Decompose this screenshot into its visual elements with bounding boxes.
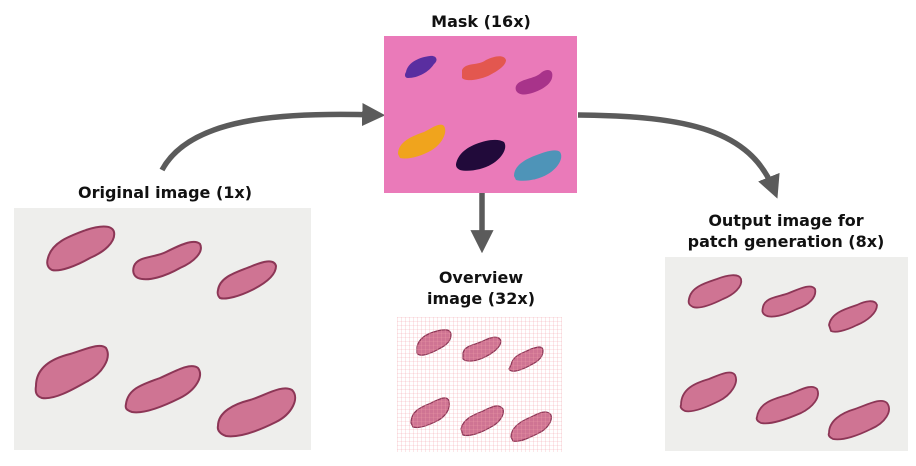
- overview-grid: [397, 317, 562, 452]
- overview-image-label: Overview image (32x): [426, 268, 536, 308]
- mask-image: [384, 36, 577, 193]
- tissue-1: [46, 225, 116, 272]
- mask-region-3: [515, 70, 553, 95]
- original-slide: [14, 208, 311, 450]
- output-image: [665, 257, 908, 451]
- output-tissue-6: [827, 399, 890, 441]
- tissue-5: [124, 365, 201, 414]
- output-tissue-3: [828, 300, 878, 333]
- mask-region-5: [456, 139, 506, 171]
- mask-label: Mask (16x): [431, 12, 531, 31]
- original-image: [14, 208, 311, 450]
- arrow-mask-to-output: [577, 112, 780, 199]
- mask-canvas: [384, 36, 577, 193]
- tissue-3: [216, 260, 278, 300]
- mask-region-4: [398, 124, 446, 159]
- output-tissue-1: [687, 274, 743, 309]
- tissue-2: [132, 240, 202, 281]
- output-image-label: Output image for patch generation (8x): [687, 211, 885, 251]
- output-tissue-4: [679, 371, 737, 413]
- original-image-label: Original image (1x): [77, 183, 253, 202]
- output-slide: [665, 257, 908, 451]
- output-tissue-5: [755, 385, 819, 425]
- mask-region-2: [462, 56, 506, 81]
- tissue-6: [216, 387, 297, 438]
- overview-image: [397, 317, 562, 452]
- mask-region-1: [404, 55, 437, 78]
- output-tissue-2: [761, 285, 817, 318]
- overview-slide: [397, 317, 562, 452]
- arrow-original-to-mask: [159, 103, 386, 172]
- mask-region-6: [514, 150, 562, 181]
- tissue-4: [34, 344, 109, 400]
